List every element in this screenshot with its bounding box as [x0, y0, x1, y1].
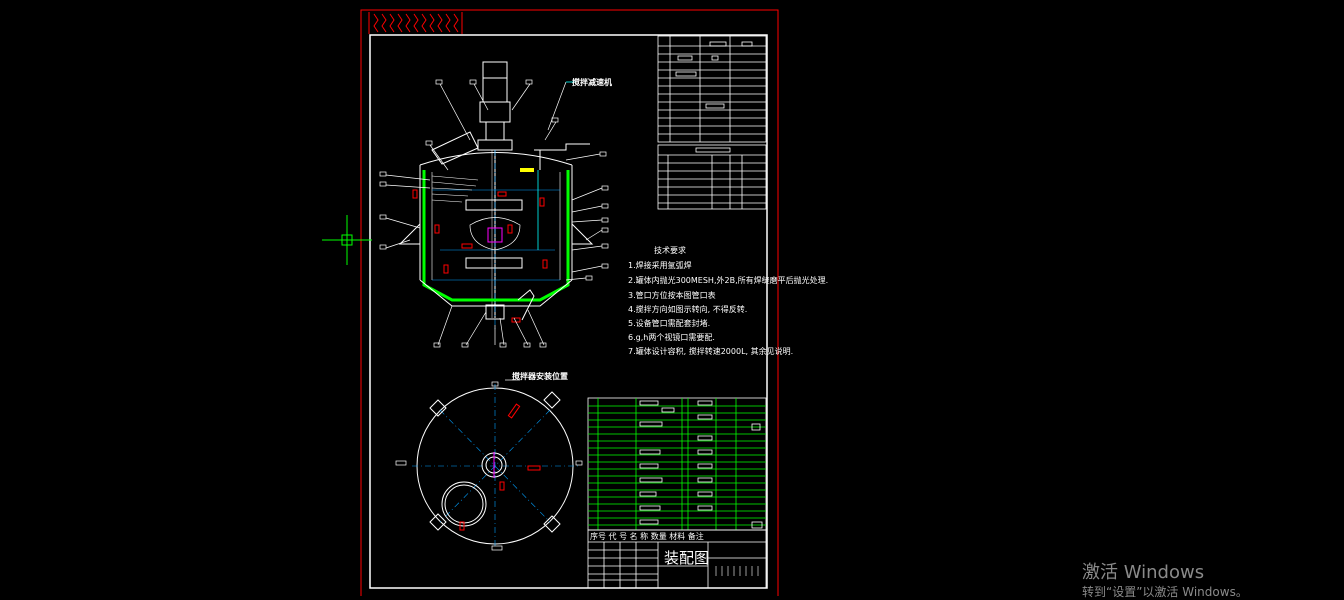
impeller-upper [465, 199, 523, 211]
red-part-markers [412, 189, 548, 323]
vessel-top-view[interactable] [395, 379, 583, 551]
tech-req-6: 6.g,h两个视镜口需要配. [628, 333, 715, 342]
support-lug-right [571, 222, 594, 245]
bom-table[interactable] [587, 397, 767, 531]
tech-requirements-heading: 技术要求 [654, 246, 686, 255]
impeller-hub [487, 227, 503, 243]
sheet-border-outer [360, 9, 779, 596]
plan-support-lugs [429, 391, 561, 533]
vessel-top-head [419, 152, 573, 166]
sheet-zone-ticks [368, 12, 463, 34]
plan-centerlines [412, 384, 580, 548]
label-agitator-position: 搅拌器安装位置 [512, 372, 568, 381]
drawing-title: 装配图 [664, 549, 710, 567]
plan-manhole [441, 481, 487, 527]
tech-req-5: 5.设备管口需配套封堵. [628, 319, 711, 328]
tech-req-1: 1.焊接采用氩弧焊 [628, 261, 692, 270]
title-block[interactable] [587, 529, 767, 589]
tech-req-2: 2.罐体内抛光300MESH,外2B,所有焊缝磨平后抛光处理. [628, 276, 829, 285]
sheet-border-inner [369, 34, 768, 589]
label-reducer: 搅拌减速机 [572, 78, 612, 87]
jacket-insulation [422, 170, 570, 302]
tech-req-4: 4.搅拌方向如图示转向, 不得反转. [628, 305, 748, 314]
tech-req-7: 7.罐体设计容积, 搅拌转速2000L, 其余见说明. [628, 347, 794, 356]
sight-glass-hatch [431, 175, 479, 203]
manhole [431, 131, 479, 165]
vessel-bottom-cone [419, 279, 573, 307]
design-parameter-table[interactable] [657, 144, 767, 210]
nozzle-right [534, 143, 590, 170]
reducer [479, 101, 511, 123]
nozzle-table[interactable] [657, 35, 767, 143]
support-lug-left [398, 222, 421, 245]
cursor-crosshair [322, 215, 372, 265]
tech-req-3: 3.管口方位按本图管口表 [628, 291, 716, 300]
windows-activation-watermark-title: 激活 Windows [1082, 562, 1205, 583]
impeller-lower [465, 257, 523, 269]
leader-callouts [379, 79, 609, 348]
plan-nozzles-red [459, 403, 541, 531]
windows-activation-watermark-subtitle: 转到“设置”以激活 Windows。 [1082, 585, 1248, 599]
bom-header-row: 序号 代 号 名 称 数量 材料 备注 [590, 532, 704, 541]
motor [482, 61, 508, 103]
vessel-front-view[interactable] [379, 61, 609, 348]
